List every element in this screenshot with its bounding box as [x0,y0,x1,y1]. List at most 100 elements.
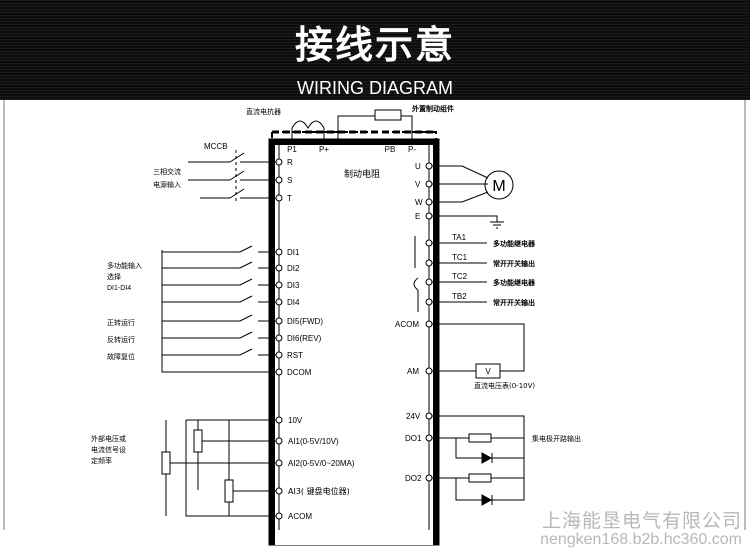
terminal-tc2: TC2 [452,272,468,281]
dc-reactor-label: 直流电抗器 [246,107,281,116]
terminal-di6: DI6(REV) [287,334,322,343]
terminal-p-plus: P+ [319,145,329,154]
do2-wires [429,458,525,501]
analog-in-label-2: 电流信号设 [91,445,126,454]
source-wires [165,420,279,516]
motor-circle [484,170,514,200]
inverter-body-inner [275,145,433,545]
pot1-wires [197,420,279,490]
terminal-ta1: TA1 [452,233,467,242]
voltmeter-label: V [485,367,491,376]
pot3-wires [228,420,279,516]
watermark-company: 上海能垦电气有限公司 [541,510,742,532]
terminal-t: T [287,194,292,203]
do2-resistor [468,473,492,483]
terminal-s: S [287,176,292,185]
relay-label-2: 常开开关输出 [493,259,535,268]
brake-unit-label: 外置制动组件 [412,104,454,113]
brake-box-dashed [271,131,437,142]
terminal-do2: DO2 [405,474,422,483]
brake-unit-wire [337,115,375,142]
watermark-url: nengken168.b2b.hc360.com [540,531,742,548]
di-group-label-3: DI1-DI4 [107,285,131,292]
do1-resistor [468,433,492,443]
relay-label-3: 多功能继电器 [493,278,536,287]
terminal-acom-in: ACOM [288,512,312,521]
mccb-switches [229,152,245,199]
wire-di2 [162,261,279,269]
analog-in-label-3: 定频率 [91,456,112,465]
terminal-ai3: AI3( 键盘电位器) [288,486,350,496]
terminal-ai1: AI1(0-5V/10V) [288,437,339,446]
terminal-e: E [415,212,420,221]
do1-diode [481,452,493,464]
di-group-label-2: 选择 [107,272,121,281]
wire-dcom [161,250,279,373]
page-title: 接线示意 [294,23,455,67]
wire-di6 [162,331,279,339]
relay-label-1: 多功能继电器 [493,239,536,248]
terminal-do1: DO1 [405,434,422,443]
wire-di5 [162,314,279,322]
terminal-10v: 10V [288,416,303,425]
terminal-w: W [415,198,423,207]
terminal-di1: DI1 [287,248,300,257]
external-source [161,451,171,475]
motor-wires [429,165,489,203]
terminal-dcom: DCOM [287,368,312,377]
reset-label: 故障复位 [107,352,135,361]
right-frame-edge [744,100,746,530]
terminal-di2: DI2 [287,264,300,273]
page-subtitle: WIRING DIAGRAM [297,78,453,98]
wire-di3 [162,278,279,286]
wire-di4 [162,295,279,303]
motor-symbol: M [492,178,505,195]
terminal-rst: RST [287,351,303,360]
potentiometer-1 [193,429,203,453]
header-banner: 接线示意 WIRING DIAGRAM [0,0,750,100]
terminal-ai2: AI2(0-5V/0~20MA) [288,459,355,468]
terminal-di3: DI3 [287,281,300,290]
relay-stubs [429,242,440,303]
relay-label-lines [440,242,487,303]
do2-diode [481,494,493,506]
terminal-v: V [415,180,421,189]
potentiometer-3 [224,479,234,503]
terminal-tc1: TC1 [452,253,468,262]
open-collector-label: 集电极开路输出 [532,434,581,443]
earth-ground [429,215,504,229]
brake-resistor [374,109,402,121]
voltmeter [475,363,501,379]
terminal-u: U [415,162,421,171]
do1-wires [429,415,525,459]
terminal-p1: P1 [287,145,297,154]
power-input-label-1: 三相交流 [153,167,181,176]
relay-label-4: 常开开关输出 [493,298,535,307]
left-frame-edge [3,100,5,530]
brake-resistor-label: 制动电阻 [344,168,380,180]
forward-label: 正转运行 [107,318,135,327]
di-group-label-1: 多功能输入 [107,261,142,270]
reverse-label: 反转运行 [107,335,135,344]
terminal-r: R [287,158,293,167]
brake-unit-wire-2 [401,115,413,142]
dc-reactor-coil [291,120,325,142]
terminal-24v: 24V [406,412,421,421]
terminal-acom-out: ACOM [395,320,419,329]
analog-in-label-1: 外部电压或 [91,434,126,443]
terminal-di5: DI5(FWD) [287,317,323,326]
terminal-tb2: TB2 [452,292,467,301]
relay-contacts [413,236,419,312]
mccb-label: MCCB [204,142,228,151]
am-wires [429,323,525,372]
power-input-label-2: 电源输入 [153,180,181,189]
wire-rst [162,348,279,356]
terminal-di4: DI4 [287,298,300,307]
voltmeter-desc: 直流电压表(0-10V) [474,381,535,390]
terminal-p-minus: P- [408,145,416,154]
wire-acom [185,420,279,517]
wire-di1 [162,245,279,253]
terminal-am: AM [407,367,419,376]
terminal-pb: PB [385,145,396,154]
